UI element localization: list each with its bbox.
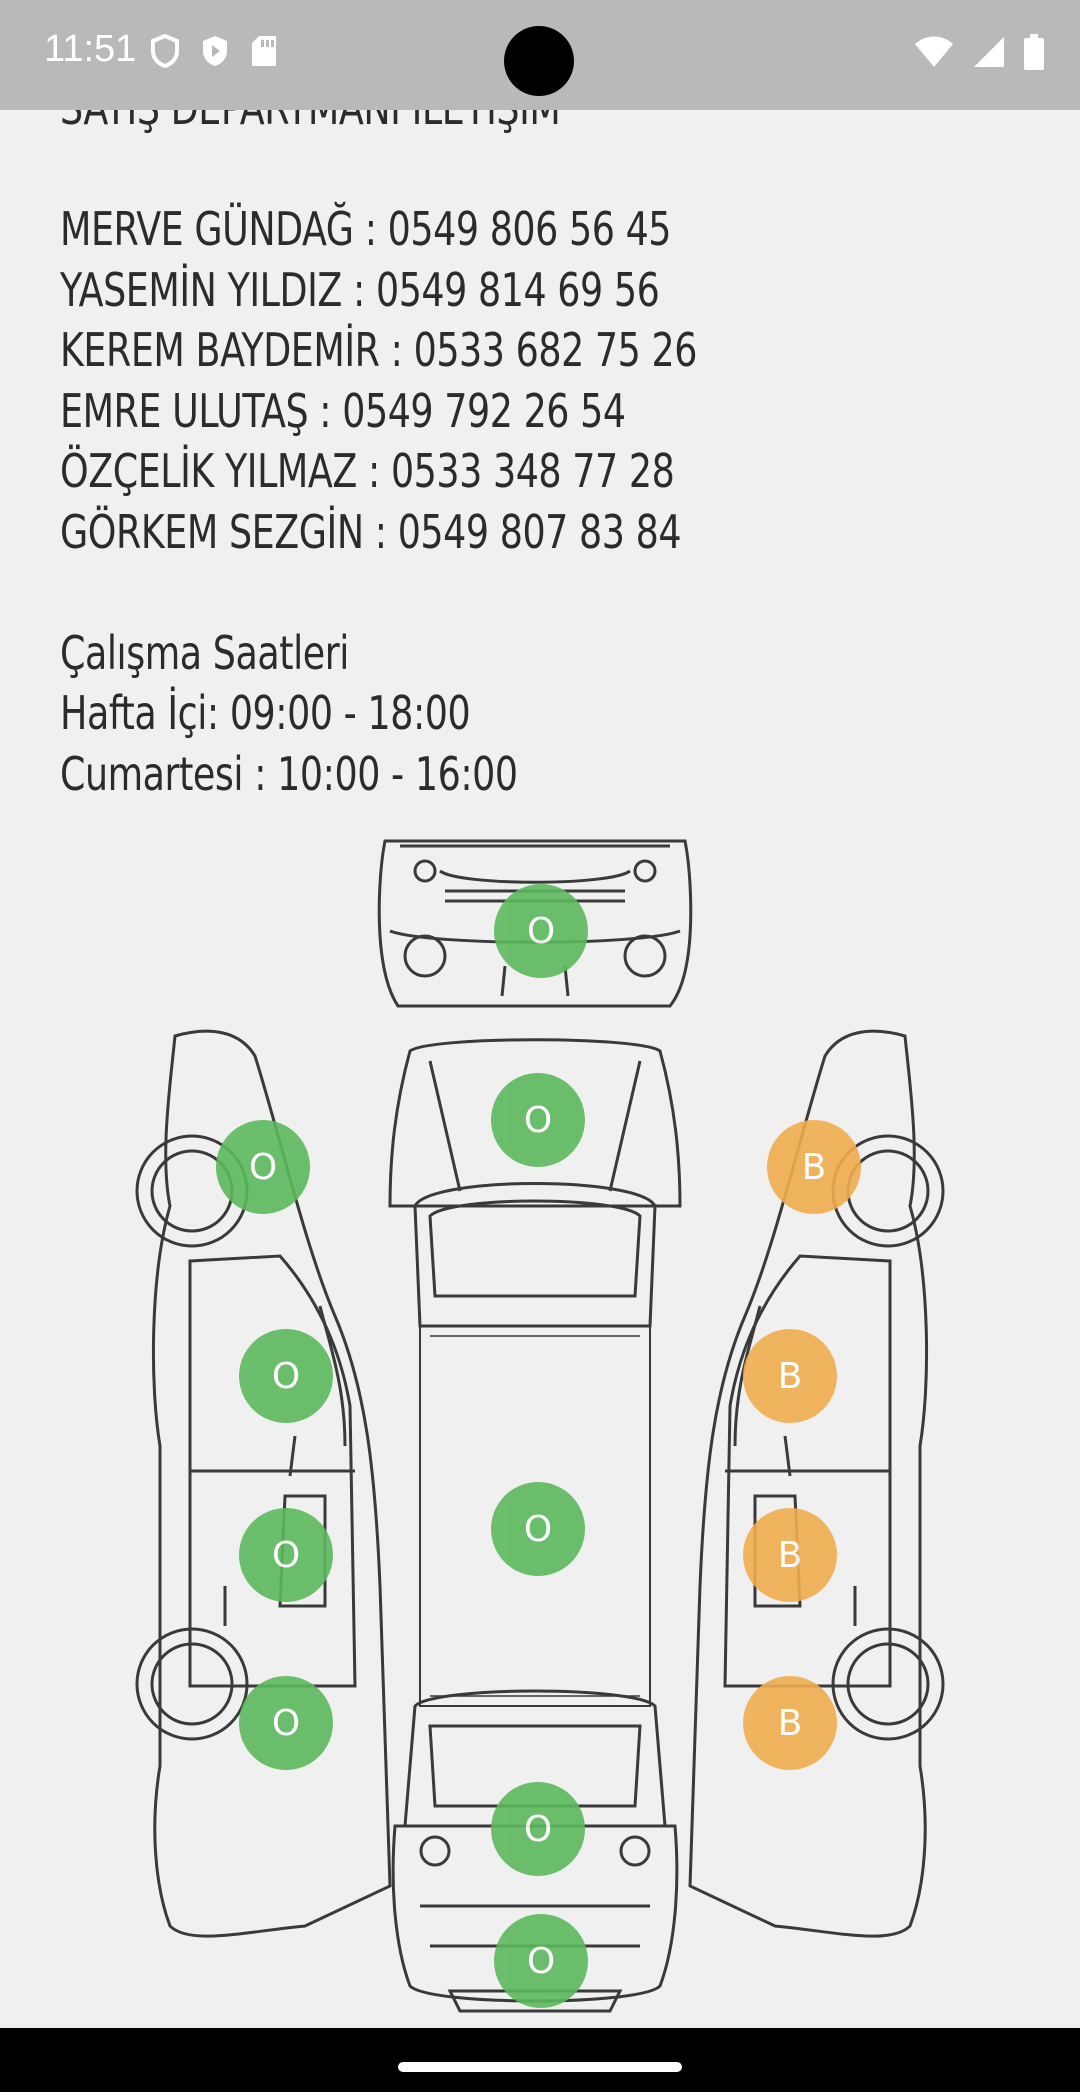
part-status-right-front-door[interactable]: B — [743, 1329, 837, 1423]
part-status-trunk[interactable]: O — [491, 1782, 585, 1876]
part-status-front-bumper[interactable]: O — [494, 884, 588, 978]
part-status-right-front-fender[interactable]: B — [767, 1120, 861, 1214]
part-status-left-rear-door[interactable]: O — [239, 1508, 333, 1602]
contact-line: GÖRKEM SEZGİN : 0549 807 83 84 — [60, 504, 682, 559]
part-status-hood[interactable]: O — [491, 1073, 585, 1167]
home-gesture-handle[interactable] — [398, 2062, 682, 2072]
contact-line: MERVE GÜNDAĞ : 0549 806 56 45 — [60, 202, 672, 256]
working-hours-title: Çalışma Saatleri — [60, 625, 349, 680]
battery-icon — [1024, 34, 1044, 70]
part-status-left-rear-fender[interactable]: O — [239, 1676, 333, 1770]
part-status-right-rear-fender[interactable]: B — [743, 1676, 837, 1770]
weekday-hours: Hafta İçi: 09:00 - 18:00 — [60, 686, 471, 740]
contact-line: KEREM BAYDEMİR : 0533 682 75 26 — [60, 323, 697, 377]
shield-icon — [151, 34, 179, 68]
part-status-left-front-door[interactable]: O — [239, 1329, 333, 1423]
part-status-right-rear-door[interactable]: B — [743, 1508, 837, 1602]
play-protect-icon — [203, 36, 227, 66]
saturday-hours: Cumartesi : 10:00 - 16:00 — [60, 746, 518, 801]
part-status-left-front-fender[interactable]: O — [216, 1120, 310, 1214]
car-damage-diagram: O O O B O B O O B O B O O — [130, 826, 950, 2026]
contact-line: ÖZÇELİK YILMAZ : 0533 348 77 28 — [60, 444, 675, 498]
wifi-icon — [915, 36, 953, 67]
part-status-rear-bumper[interactable]: O — [494, 1914, 588, 2008]
part-status-roof[interactable]: O — [491, 1482, 585, 1576]
front-camera — [504, 26, 574, 96]
contact-line: YASEMİN YILDIZ : 0549 814 69 56 — [60, 262, 660, 317]
signal-icon — [974, 37, 1004, 67]
sd-card-icon — [252, 36, 276, 66]
contact-section: SATIŞ DEPARTMANI İLETİŞİM MERVE GÜNDAĞ :… — [60, 78, 922, 804]
navigation-bar — [0, 2028, 1080, 2092]
status-time: 11:51 — [44, 28, 137, 70]
contact-line: EMRE ULUTAŞ : 0549 792 26 54 — [60, 383, 626, 438]
